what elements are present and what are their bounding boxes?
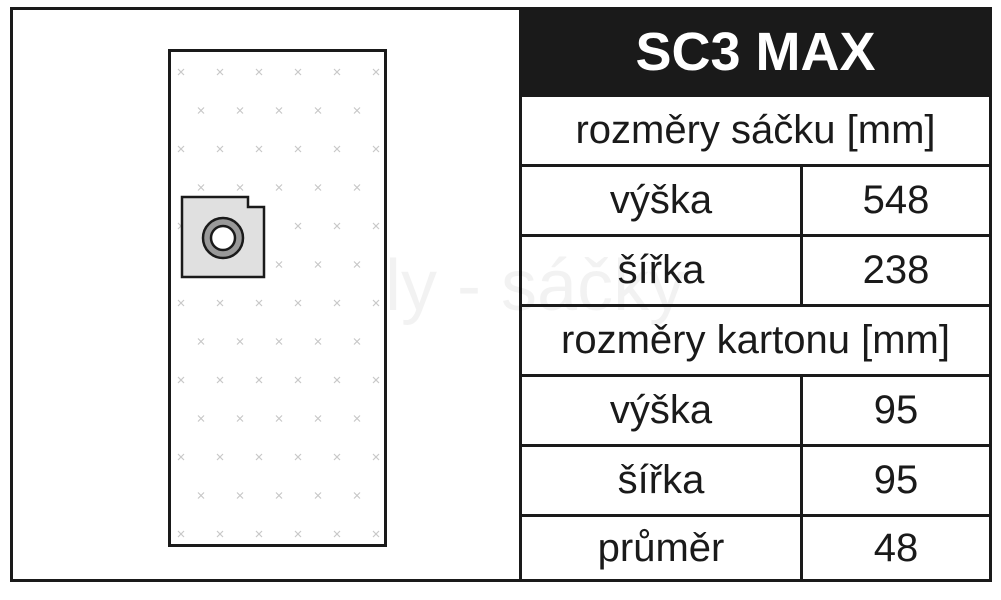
- texture-mark: [236, 338, 244, 345]
- texture-mark: [197, 107, 205, 114]
- texture-mark: [177, 530, 185, 538]
- texture-mark: [333, 222, 341, 230]
- table-row: šířka 238: [522, 234, 989, 304]
- row-value: 95: [873, 388, 919, 432]
- texture-mark: [275, 338, 283, 345]
- texture-mark: [255, 453, 263, 461]
- texture-mark: [255, 299, 263, 307]
- texture-mark: [216, 145, 224, 153]
- texture-mark: [275, 261, 283, 268]
- row-label: průměr: [522, 517, 803, 579]
- table-row: průměr 48: [522, 514, 989, 579]
- spec-table: SC3 MAX rozměry sáčku [mm] výška 548 šíř…: [522, 10, 989, 579]
- texture-mark: [314, 107, 322, 114]
- texture-mark: [333, 145, 341, 153]
- spec-sheet: Jolly - sáčky SC3 MAX rozměry sáčku [mm]…: [10, 7, 992, 582]
- row-label: výška: [522, 377, 803, 444]
- texture-mark: [353, 492, 361, 499]
- texture-mark: [197, 415, 205, 422]
- texture-mark: [314, 415, 322, 422]
- section-heading-carton: rozměry kartonu [mm]: [522, 304, 989, 374]
- row-value: 48: [873, 525, 919, 570]
- texture-mark: [314, 261, 322, 268]
- table-row: výška 95: [522, 374, 989, 444]
- texture-mark: [236, 492, 244, 499]
- section-heading-label: rozměry kartonu [mm]: [561, 318, 950, 362]
- row-value: 238: [862, 248, 930, 292]
- texture-mark: [353, 261, 361, 268]
- texture-mark: [333, 530, 341, 538]
- section-heading-bag: rozměry sáčku [mm]: [522, 94, 989, 164]
- texture-mark: [372, 145, 380, 153]
- row-label: šířka: [522, 447, 803, 514]
- texture-mark: [294, 376, 302, 384]
- texture-mark: [294, 145, 302, 153]
- texture-mark: [216, 530, 224, 538]
- texture-mark: [353, 415, 361, 422]
- row-label: šířka: [522, 237, 803, 304]
- texture-mark: [236, 415, 244, 422]
- texture-mark: [255, 376, 263, 384]
- texture-mark: [236, 184, 244, 191]
- row-value: 548: [862, 178, 930, 222]
- texture-mark: [314, 184, 322, 191]
- texture-mark: [177, 453, 185, 461]
- texture-mark: [294, 299, 302, 307]
- texture-mark: [333, 299, 341, 307]
- texture-mark: [255, 68, 263, 76]
- product-title: SC3 MAX: [522, 10, 989, 94]
- texture-mark: [275, 492, 283, 499]
- texture-mark: [372, 453, 380, 461]
- row-label: výška: [522, 167, 803, 234]
- texture-mark: [216, 299, 224, 307]
- texture-mark: [333, 68, 341, 76]
- texture-mark: [197, 492, 205, 499]
- texture-mark: [177, 299, 185, 307]
- texture-mark: [294, 222, 302, 230]
- bag-texture: [177, 68, 380, 538]
- texture-mark: [372, 376, 380, 384]
- texture-mark: [177, 376, 185, 384]
- table-row: výška 548: [522, 164, 989, 234]
- texture-mark: [255, 530, 263, 538]
- texture-mark: [353, 184, 361, 191]
- texture-mark: [372, 299, 380, 307]
- texture-mark: [255, 145, 263, 153]
- table-row: šířka 95: [522, 444, 989, 514]
- texture-mark: [216, 68, 224, 76]
- texture-mark: [216, 453, 224, 461]
- texture-mark: [294, 453, 302, 461]
- row-value: 95: [873, 458, 919, 502]
- collar-hole: [209, 224, 237, 252]
- texture-mark: [275, 415, 283, 422]
- texture-mark: [275, 107, 283, 114]
- texture-mark: [197, 184, 205, 191]
- texture-mark: [314, 338, 322, 345]
- texture-mark: [177, 145, 185, 153]
- texture-mark: [353, 338, 361, 345]
- cardboard-collar: [180, 195, 266, 279]
- bag-illustration-panel: Jolly - sáčky: [13, 10, 685, 579]
- texture-mark: [294, 530, 302, 538]
- texture-mark: [314, 492, 322, 499]
- texture-mark: [372, 530, 380, 538]
- texture-mark: [275, 184, 283, 191]
- texture-mark: [353, 107, 361, 114]
- texture-mark: [197, 338, 205, 345]
- texture-mark: [294, 68, 302, 76]
- texture-mark: [333, 453, 341, 461]
- texture-mark: [372, 68, 380, 76]
- section-heading-label: rozměry sáčku [mm]: [575, 108, 936, 152]
- texture-mark: [216, 376, 224, 384]
- texture-mark: [333, 376, 341, 384]
- texture-mark: [236, 107, 244, 114]
- texture-mark: [372, 222, 380, 230]
- texture-mark: [177, 68, 185, 76]
- dust-bag-drawing: [168, 49, 387, 547]
